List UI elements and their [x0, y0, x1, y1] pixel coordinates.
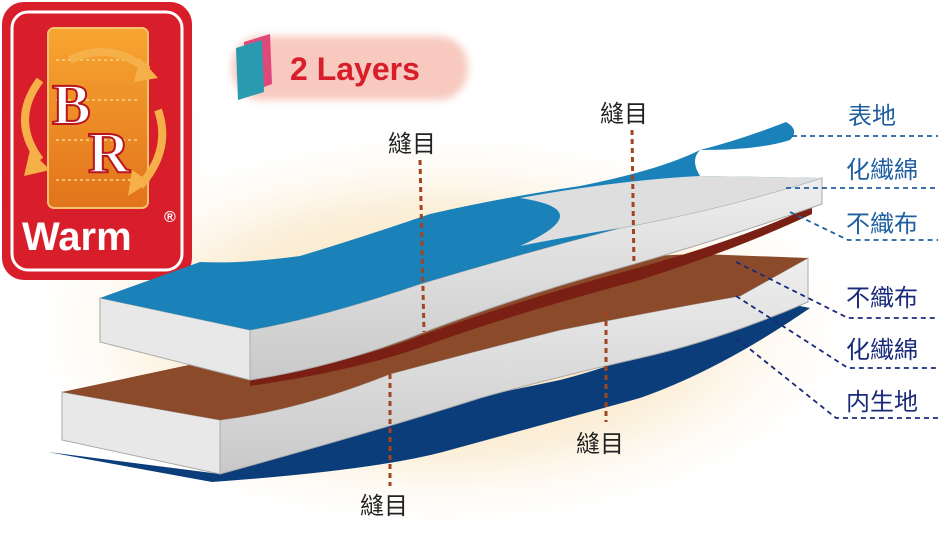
outer-fabric-layer: [100, 122, 822, 330]
title-text: 2 Layers: [290, 51, 420, 87]
arrow-right-icon: [136, 108, 167, 189]
leader-inner-fabric: [735, 337, 938, 419]
title-group: 2 Layers: [232, 34, 468, 100]
br-warm-logo: B R Warm ®: [2, 2, 192, 280]
seam-line-1: [418, 159, 426, 333]
leader-bottom-batting: [735, 295, 938, 369]
seam-label-2: 縫目: [600, 100, 648, 128]
arrow-left-icon: [21, 77, 44, 163]
two-layer-sheets-icon: [236, 34, 272, 100]
seam-label-4: 縫目: [360, 492, 408, 520]
seam-lines: [388, 129, 636, 486]
top-layer-group: [99, 122, 823, 386]
logo-letter-r: R: [88, 120, 131, 185]
batting-top-surface: [520, 176, 822, 246]
bottom-leader-lines: [735, 261, 938, 419]
seam-label-3: 縫目: [576, 430, 624, 458]
label-bottom-batting: 化繊綿: [846, 336, 918, 364]
label-top-batting: 化繊綿: [846, 156, 918, 184]
label-outer-fabric: 表地: [848, 102, 896, 130]
logo-letter-b: B: [52, 72, 91, 137]
label-top-nonwoven: 不織布: [846, 210, 918, 238]
seam-label-1: 縫目: [388, 130, 436, 158]
leader-top-nonwoven: [789, 211, 938, 241]
label-inner-fabric: 内生地: [846, 388, 918, 416]
logo-wordmark: Warm: [22, 215, 132, 259]
top-leader-lines: [786, 135, 938, 241]
logo-registered: ®: [164, 209, 176, 226]
label-bottom-nonwoven: 不織布: [846, 284, 918, 312]
